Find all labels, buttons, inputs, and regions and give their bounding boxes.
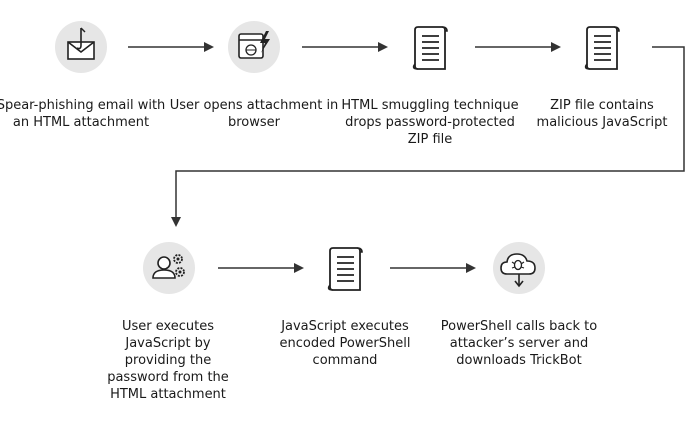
step-3-label: HTML smuggling technique drops password-… (341, 98, 519, 147)
script-icon (584, 26, 620, 70)
user-settings-icon (143, 242, 195, 294)
step-7-label: PowerShell calls back to attacker’s serv… (440, 319, 598, 368)
browser-icon (228, 21, 280, 73)
script-icon (412, 26, 448, 70)
step-5-label: User executes JavaScript by providing th… (107, 319, 229, 402)
phishing-email-icon (55, 21, 107, 73)
step-2-label: User opens attachment in browser (169, 98, 339, 130)
script-icon (327, 247, 363, 291)
step-6-label: JavaScript executes encoded PowerShell c… (279, 319, 411, 368)
step-1-label: Spear-phishing email with an HTML attach… (0, 98, 166, 130)
arrow-4-5 (171, 46, 685, 227)
cloud-malware-download-icon (493, 242, 545, 294)
step-4-label: ZIP file contains malicious JavaScript (536, 98, 668, 130)
